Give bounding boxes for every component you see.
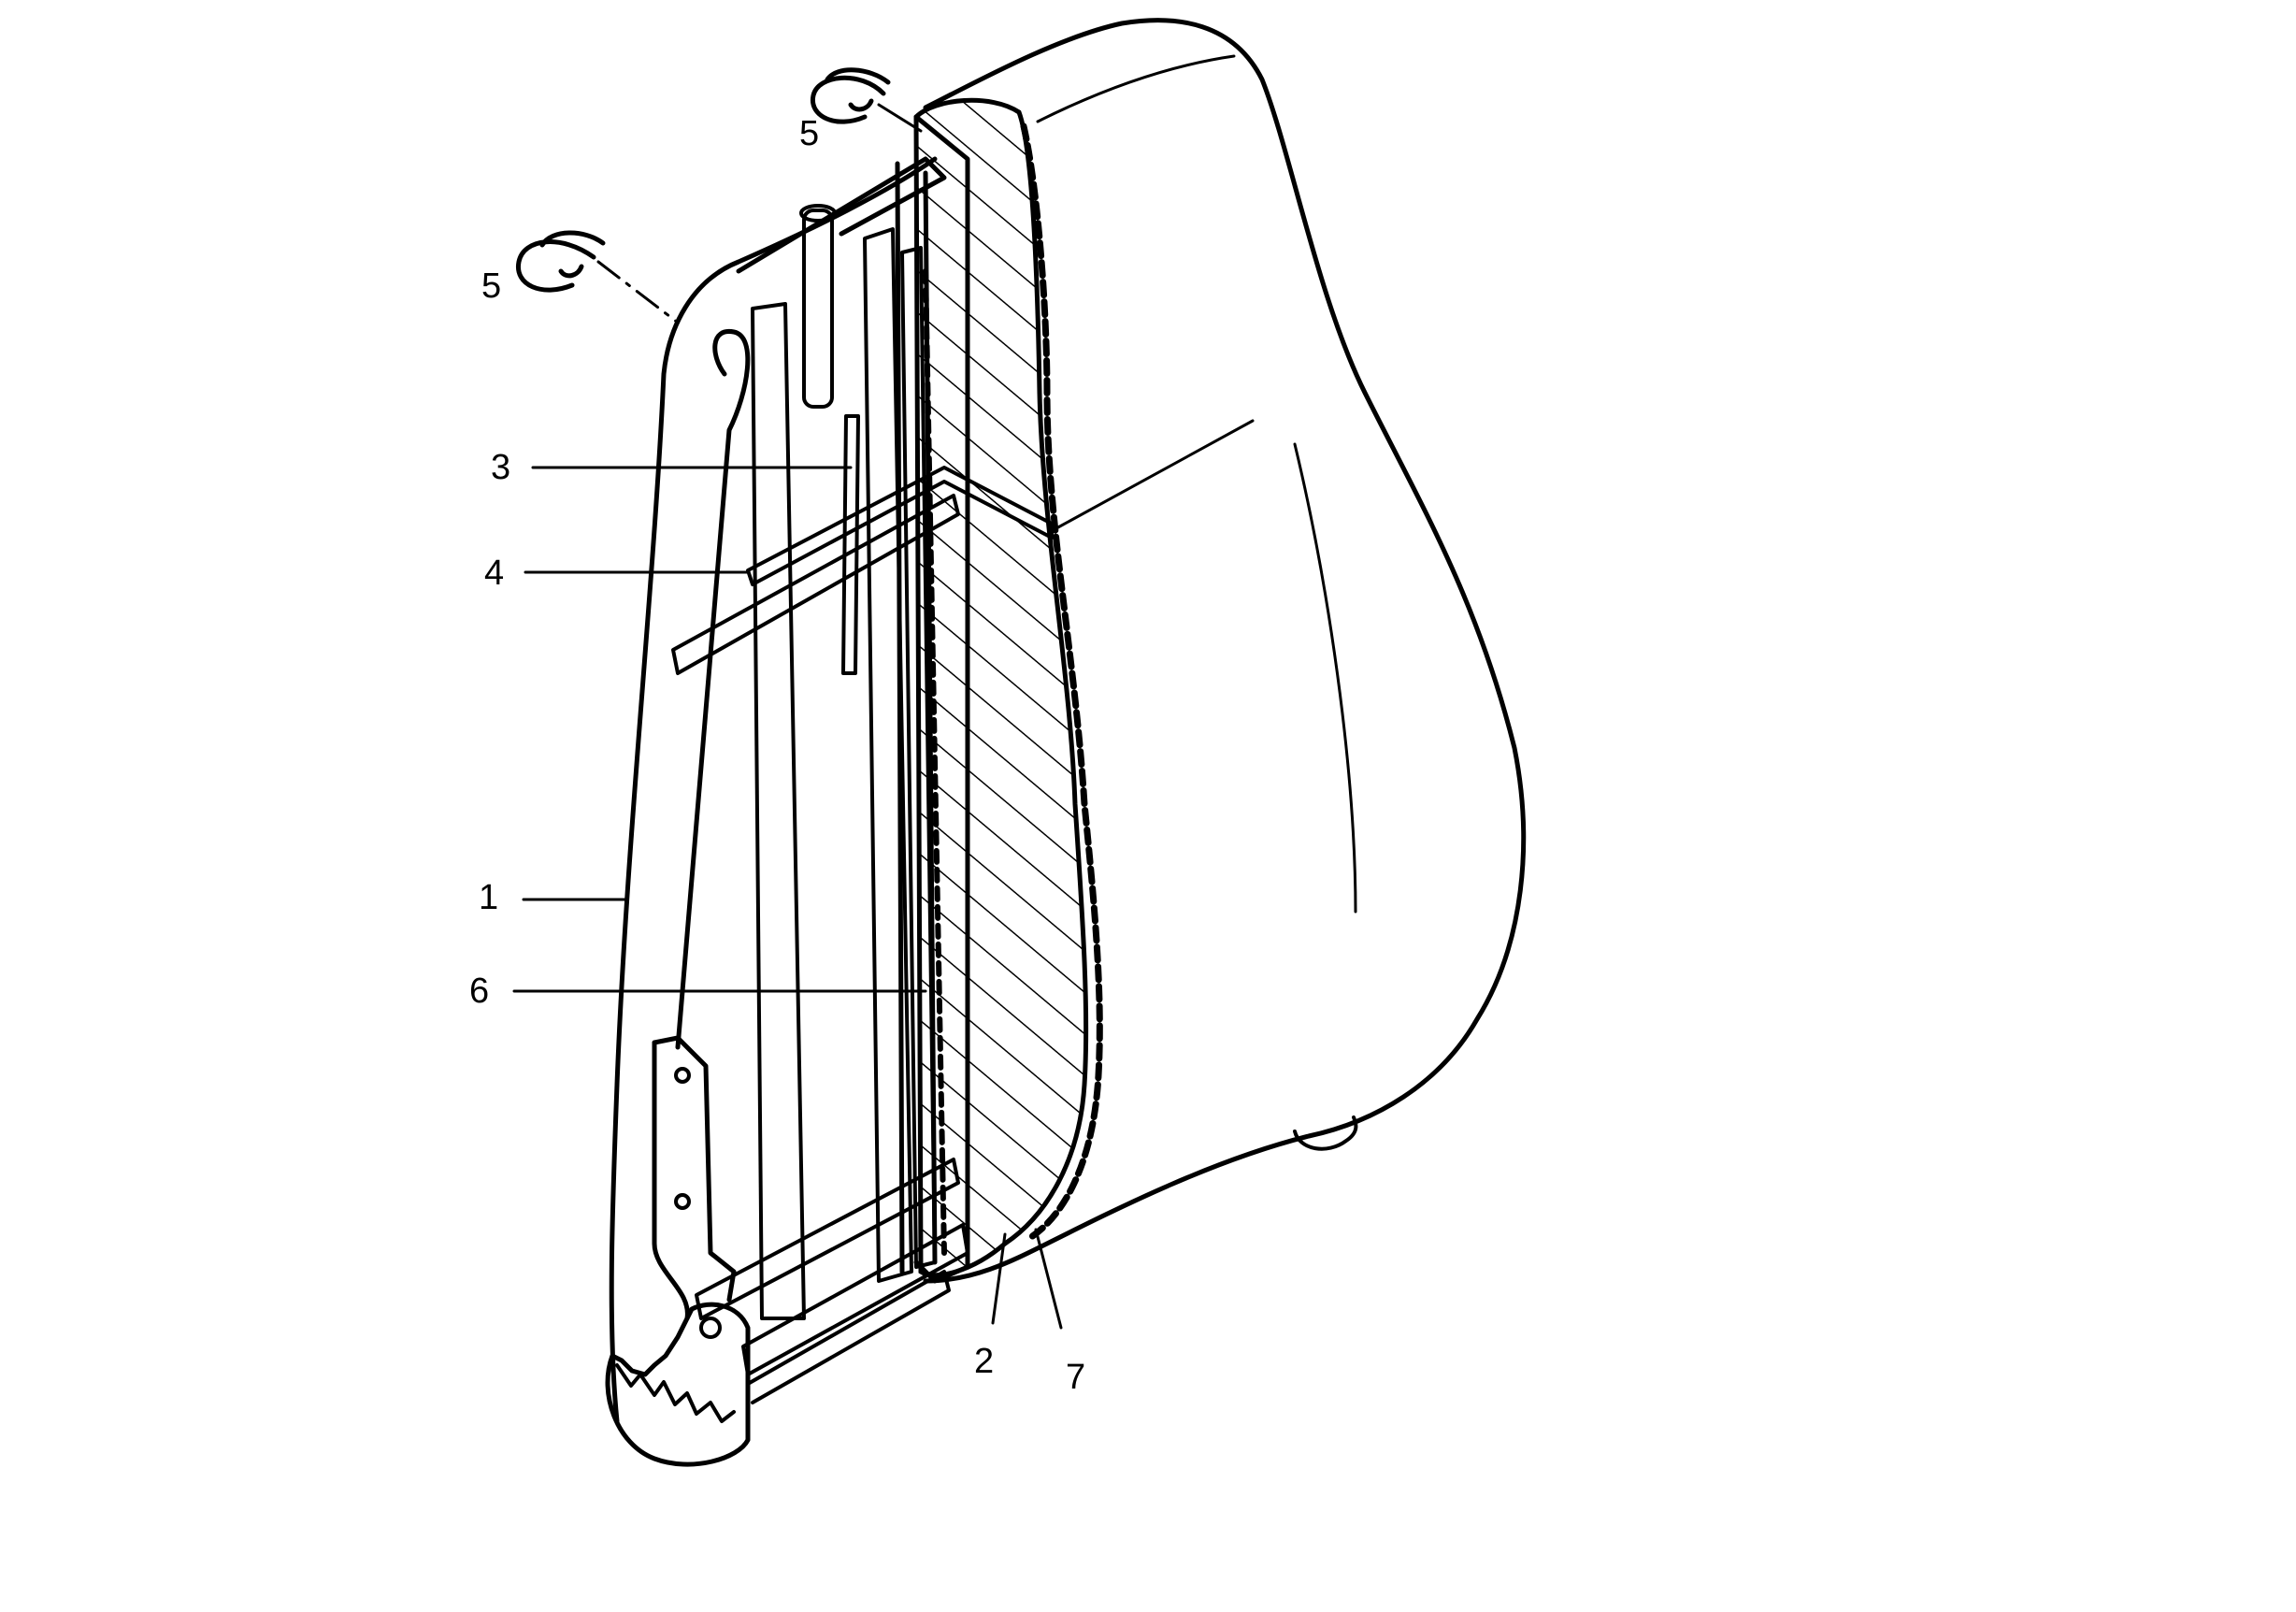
- label-cushion: 2: [974, 1342, 994, 1381]
- label-spring-layer: 6: [469, 972, 489, 1011]
- bracket-plate: [652, 1035, 737, 1303]
- label-clip-left: 5: [481, 266, 501, 306]
- back-shell: [923, 18, 1527, 1284]
- shell-crease: [1036, 54, 1236, 123]
- bracket-hole-1: [674, 1067, 691, 1084]
- ratchet-sector: [605, 1302, 751, 1467]
- strut-right: [900, 246, 937, 1269]
- bracket-plate-left: [652, 1040, 690, 1321]
- clip-left: [516, 230, 680, 324]
- vertical-rod: [841, 414, 860, 675]
- frame-outline: [609, 156, 938, 1424]
- leader-2: [991, 1232, 1007, 1325]
- spring-layer: [923, 268, 947, 1256]
- shell-seam: [1055, 419, 1255, 530]
- shell-contour: [1293, 442, 1357, 914]
- ratchet-link: [746, 1270, 951, 1404]
- label-cross-bar: 4: [484, 554, 504, 593]
- strut-left: [751, 302, 806, 1320]
- top-pin-cap: [799, 204, 837, 223]
- clip-top: [811, 67, 923, 133]
- label-cover: 7: [1066, 1358, 1085, 1397]
- shell-foot: [1293, 1115, 1358, 1151]
- label-frame: 1: [479, 878, 498, 917]
- ratchet-pivot: [699, 1317, 722, 1339]
- cross-bar-upper: [746, 466, 1054, 586]
- top-pin: [802, 209, 834, 409]
- cover-layer: [1020, 122, 1103, 1243]
- bottom-bar-1: [695, 1158, 960, 1320]
- label-clip-top: 5: [799, 114, 819, 153]
- leader-7: [1034, 1228, 1063, 1330]
- frame-hook: [675, 329, 751, 1050]
- ratchet-teeth: [615, 1363, 736, 1423]
- cushion-section: [913, 97, 1089, 1278]
- strut-mid: [863, 227, 913, 1283]
- clip-left-centerline: [596, 260, 680, 324]
- bracket-hole-2: [674, 1193, 691, 1210]
- cross-bar-lower: [671, 494, 960, 675]
- label-vertical-rod: 3: [491, 448, 510, 487]
